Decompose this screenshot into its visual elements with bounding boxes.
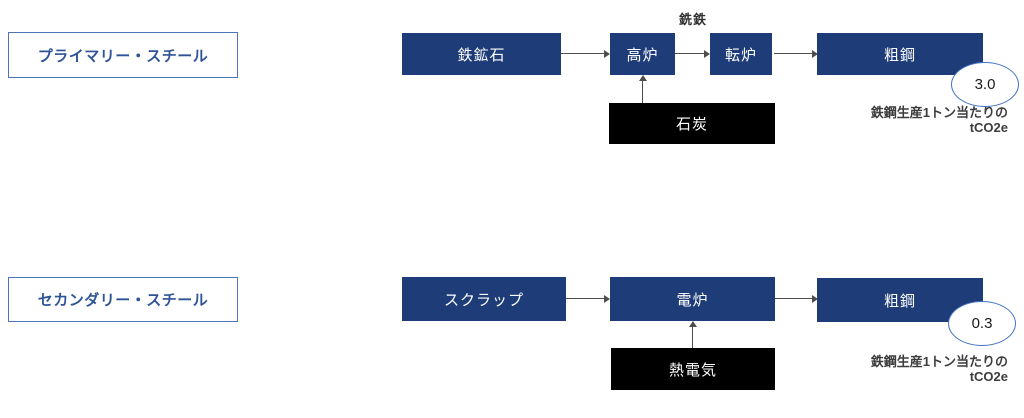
caption-line-1: 鉄鋼生産1トン当たりの (870, 105, 1008, 120)
arrow-up-icon (689, 321, 697, 348)
caption-line-1: 鉄鋼生産1トン当たりの (870, 354, 1008, 369)
emission-caption-secondary: 鉄鋼生産1トン当たりの tCO2e (820, 354, 1008, 384)
arrow-right-icon (561, 50, 610, 58)
arrow-right-icon (675, 50, 710, 58)
arrow-right-icon (775, 295, 818, 303)
node-blast-furnace: 高炉 (610, 33, 675, 75)
node-scrap: スクラップ (402, 277, 566, 321)
emission-caption-primary: 鉄鋼生産1トン当たりの tCO2e (820, 105, 1008, 135)
arrow-right-icon (566, 295, 610, 303)
caption-line-2: tCO2e (969, 120, 1008, 135)
emission-badge-primary: 3.0 (951, 62, 1019, 107)
node-electric-furnace: 電炉 (610, 277, 775, 321)
input-coal: 石炭 (609, 103, 775, 144)
node-iron-ore: 鉄鉱石 (402, 33, 561, 75)
primary-steel-label-box: プライマリー・スチール (8, 32, 238, 78)
caption-line-2: tCO2e (969, 369, 1008, 384)
secondary-steel-label-box: セカンダリー・スチール (8, 277, 238, 322)
node-crude-steel-secondary: 粗鋼 (817, 278, 983, 322)
pig-iron-label: 銑鉄 (678, 12, 707, 27)
arrow-right-icon (774, 50, 818, 58)
emission-badge-secondary: 0.3 (948, 301, 1016, 346)
node-crude-steel-primary: 粗鋼 (817, 33, 983, 75)
arrow-up-icon (639, 75, 647, 103)
input-heat-electricity: 熱電気 (611, 348, 775, 390)
node-converter: 転炉 (710, 33, 772, 75)
